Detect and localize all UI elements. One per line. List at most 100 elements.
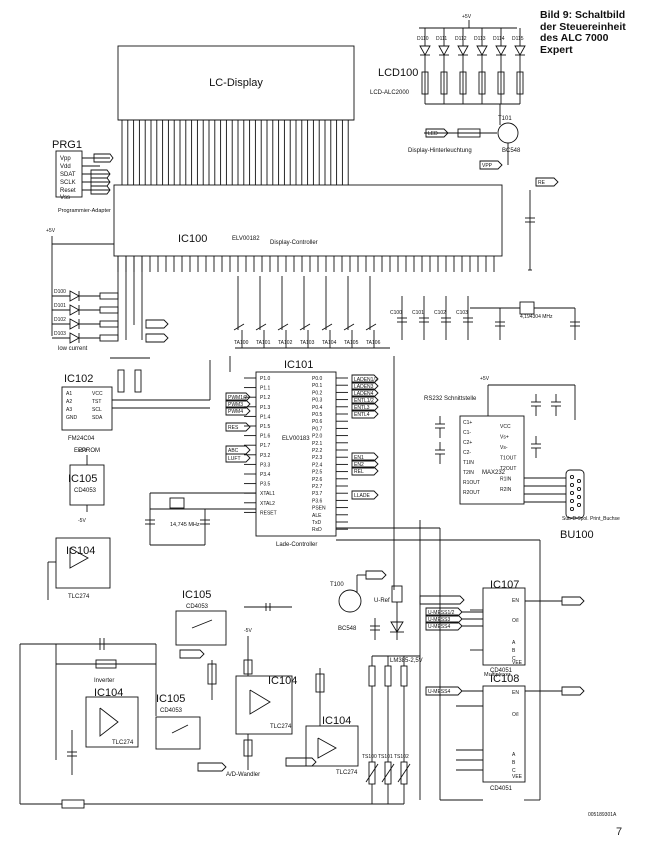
ic104b-part: TLC274 xyxy=(270,724,292,730)
prg1-pin: Vss xyxy=(60,195,70,201)
prg1-pin: SDAT xyxy=(60,172,76,178)
supply-label: +5V xyxy=(46,228,56,234)
resistor-icon xyxy=(368,665,376,687)
t101-ref: T101 xyxy=(498,116,512,122)
ic100-part: ELV00182 xyxy=(232,236,260,242)
ic101-pin-label: P1.1 xyxy=(260,386,271,392)
ic100-function: Display-Controller xyxy=(270,240,318,246)
led-ref: D110 xyxy=(417,36,429,42)
pushbutton-icon xyxy=(233,323,245,331)
led-ref: D103 xyxy=(54,331,66,337)
ic101-pin-label: P2.7 xyxy=(312,484,323,490)
net-tag-label: U-MESS4 xyxy=(428,624,450,630)
caption-line: Expert xyxy=(540,43,573,56)
pushbutton-icon xyxy=(321,323,333,331)
t101-part: BC548 xyxy=(502,148,521,154)
ic103-pin-label: R2IN xyxy=(500,487,512,493)
net-tag-label: EN1 xyxy=(354,455,364,461)
prg1-caption: Programmier-Adapter xyxy=(58,208,111,214)
en2-tag xyxy=(561,686,585,696)
reset-tag-2 xyxy=(285,757,317,767)
ic102-pin-label: A3 xyxy=(66,407,72,413)
pushbutton-icon xyxy=(343,323,355,331)
ic107-pin-label: VEE xyxy=(512,660,523,666)
ic101-pin-label: PSEN xyxy=(312,506,326,512)
ic101-pin-label: XTAL1 xyxy=(260,491,275,497)
ic103-pin-label: R2OUT xyxy=(463,490,480,496)
net-tag-label: U-MESS1/2 xyxy=(428,610,455,616)
drawing-id: 005189301A xyxy=(588,812,617,818)
sdat-tag xyxy=(90,169,111,179)
led-diode-icon xyxy=(476,45,488,56)
net-tag-label: RE xyxy=(538,180,546,186)
resistor-icon xyxy=(400,665,408,687)
ic101-pin-label: ALE xyxy=(312,513,322,519)
net-tag xyxy=(225,406,251,416)
cap-ref: C100 xyxy=(390,310,402,316)
sdat-tag-2 xyxy=(145,319,169,329)
thermistor-arrow xyxy=(397,763,411,783)
subd-pin xyxy=(576,502,582,508)
net-tag-label: ENTL1/2 xyxy=(354,398,374,404)
resistor-icon xyxy=(99,320,119,328)
net-tag xyxy=(425,128,449,138)
net-tag-label: PWM1/2 xyxy=(228,395,247,401)
ic105c-part: CD4053 xyxy=(160,708,183,714)
t100-ref: T100 xyxy=(330,582,344,588)
ic101-ref: IC101 xyxy=(284,359,313,371)
ic101-pin-label: P3.7 xyxy=(312,491,323,497)
page-number: 7 xyxy=(616,826,623,838)
ic101-pin-label: P0.1 xyxy=(312,383,323,389)
sclk-tag-2 xyxy=(145,333,169,343)
net-tag-label: EN2 xyxy=(354,462,364,468)
ic104a-ref: IC104 xyxy=(94,687,123,699)
net-tag xyxy=(225,445,251,455)
ic104b-ref: IC104 xyxy=(268,675,297,687)
q101-crystal xyxy=(519,301,535,315)
supply-label: -5V xyxy=(244,628,252,634)
button-ref: TA103 xyxy=(300,340,315,346)
led-diode-icon xyxy=(69,304,80,316)
q100-crystal xyxy=(169,497,185,509)
ic103-pin-label: T2IN xyxy=(463,470,474,476)
prg1-pin: Vpp xyxy=(60,156,71,162)
ic108-pin-label: VEE xyxy=(512,774,523,780)
ic101-pin-label: P0.5 xyxy=(312,412,323,418)
ic108-pin-label: A xyxy=(512,752,516,758)
ic101-pin-label: P2.2 xyxy=(312,448,323,454)
res-tag-2 xyxy=(179,649,205,659)
resistor-icon xyxy=(421,71,429,95)
ic107-box xyxy=(482,587,526,666)
ic101-pin-label: P1.4 xyxy=(260,414,271,420)
net-tag-label: LADEN3 xyxy=(354,384,374,390)
ic102-part: FM24C04 xyxy=(68,436,95,442)
ic104c-box xyxy=(305,725,359,767)
ic100-box xyxy=(113,184,503,257)
ic101-pin-label: P2.5 xyxy=(312,470,323,476)
ic108-box xyxy=(482,685,526,783)
vpp-tag xyxy=(93,153,114,163)
resistor-icon xyxy=(384,665,392,687)
ic101-pin-label: TxD xyxy=(312,520,322,526)
ic102-pin-label: TST xyxy=(92,399,101,405)
resistor-icon xyxy=(516,71,524,95)
caption-line: des ALC 7000 xyxy=(540,32,609,44)
subd-pin xyxy=(576,494,582,500)
r126-resistor xyxy=(457,128,481,138)
led-diode-icon xyxy=(438,45,450,56)
ic102-pin-label: VCC xyxy=(92,391,103,397)
thermistor-ref: TS102 xyxy=(394,754,409,760)
ic104-part: TLC274 xyxy=(68,594,90,600)
net-tag-label: ENTL4 xyxy=(354,412,370,418)
button-ref: TA101 xyxy=(256,340,271,346)
lcd-pins xyxy=(121,120,349,185)
ic101-pin-label: P2.3 xyxy=(312,455,323,461)
net-tag xyxy=(425,621,463,631)
thermistor-ref: TS101 xyxy=(378,754,393,760)
ic101-pin-label: P0.6 xyxy=(312,419,323,425)
ic104d-box xyxy=(55,537,111,589)
led-diode-icon xyxy=(457,45,469,56)
net-tag-label: U-MESS3 xyxy=(428,617,450,623)
ic101-pin-label: P1.0 xyxy=(260,376,271,382)
ic103-pin-label: T2OUT xyxy=(500,466,516,472)
